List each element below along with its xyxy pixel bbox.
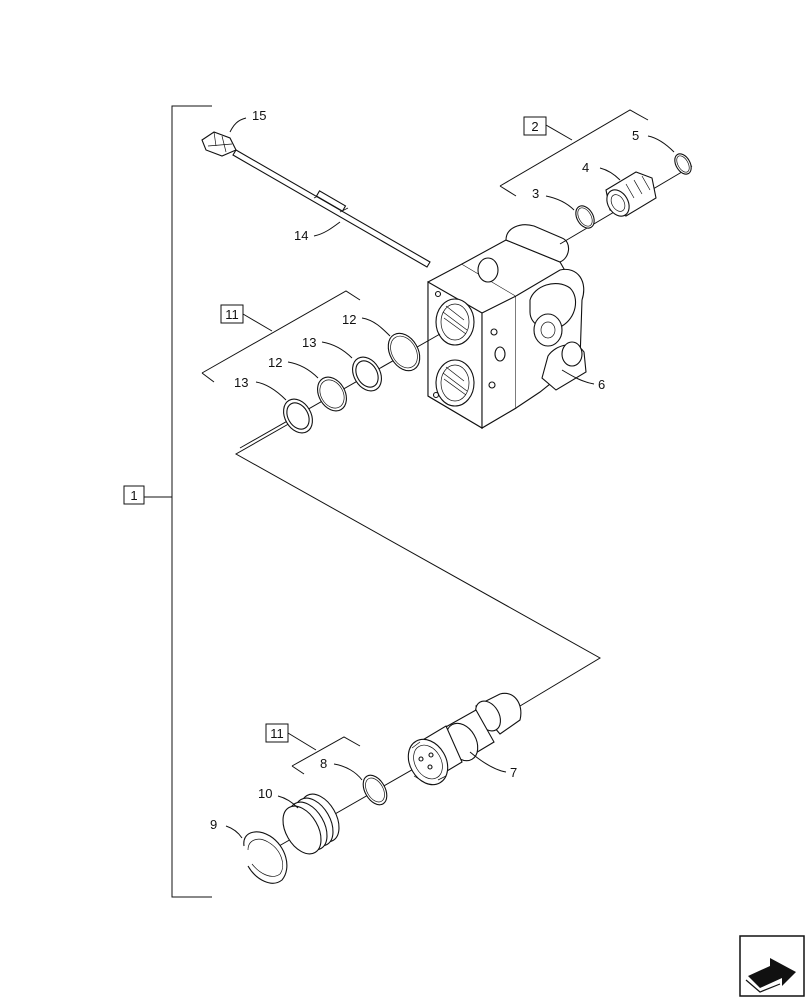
assembly-bracket [144,105,212,898]
part-9-snap-ring: 9 [210,817,288,884]
callout-2: 2 [531,119,538,134]
part-5-snap-ring: 5 [632,128,692,175]
callout-13-upper: 13 [302,335,316,350]
part-12-seal-lower: 12 [268,355,347,412]
callout-15: 15 [252,108,266,123]
callout-5: 5 [632,128,639,143]
callout-7: 7 [510,765,517,780]
callout-9: 9 [210,817,217,832]
part-4-fitting: 4 [582,160,657,217]
part-12-seal-upper: 12 [342,312,421,372]
next-page-arrow-icon[interactable] [739,935,805,997]
callout-3: 3 [532,186,539,201]
callout-4: 4 [582,160,589,175]
callout-12-lower: 12 [268,355,282,370]
part-3-o-ring: 3 [532,186,595,229]
callout-14: 14 [294,228,308,243]
callout-box-1: 1 [123,485,145,505]
part-10-spring: 10 [258,786,340,855]
callout-1: 1 [130,488,137,503]
part-14-rod: 14 [232,149,431,268]
callout-12-upper: 12 [342,312,356,327]
callout-13-lower: 13 [234,375,248,390]
part-8-ring: 8 [320,756,388,806]
callout-8: 8 [320,756,327,771]
group-bracket-11-lower: 11 [265,723,361,775]
group-bracket-2: 2 [499,109,649,197]
callout-11-lower: 11 [270,726,284,741]
part-7-coupler: 7 [407,692,522,786]
assembly-path-line [234,421,601,713]
part-13-seal-lower: 13 [234,375,313,434]
part-15-clip: 15 [201,108,266,157]
part-6-valve-body: 6 [427,224,605,429]
part-13-seal-upper: 13 [302,335,382,392]
callout-11-upper: 11 [225,307,239,322]
group-bracket-11-upper: 11 [201,290,361,383]
callout-6: 6 [598,377,605,392]
callout-10: 10 [258,786,272,801]
